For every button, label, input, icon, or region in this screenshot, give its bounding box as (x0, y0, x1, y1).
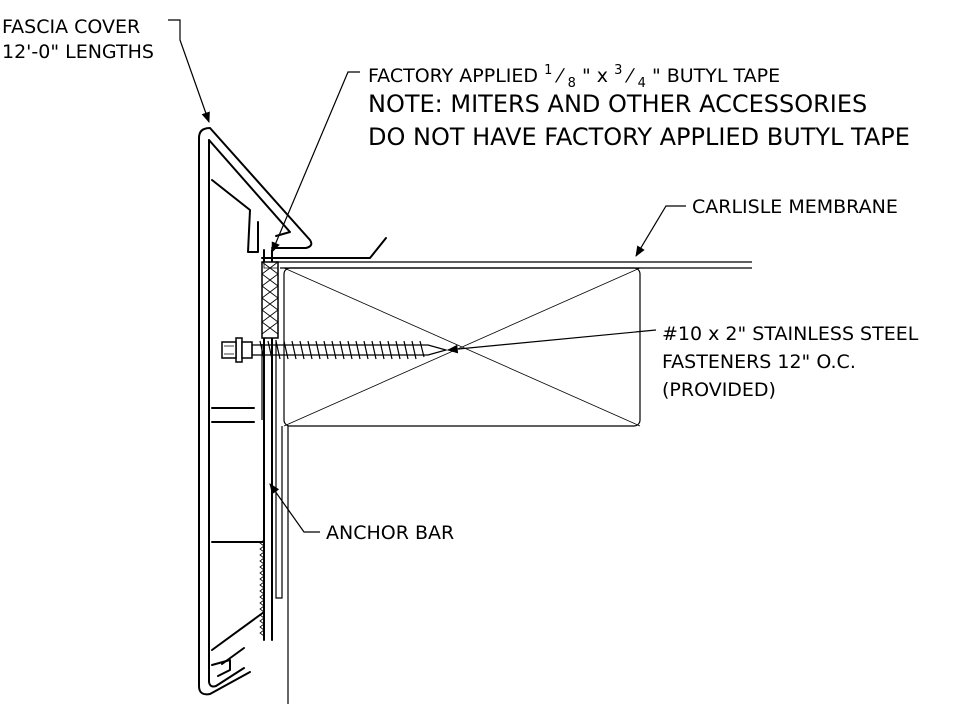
note-line-2: DO NOT HAVE FACTORY APPLIED BUTYL TAPE (368, 123, 910, 151)
anchor-bar-label: ANCHOR BAR (326, 522, 454, 544)
leader-lines (168, 19, 686, 533)
fastener (221, 337, 449, 363)
fastener-label-1: #10 x 2" STAINLESS STEEL (662, 323, 919, 345)
membrane-label: CARLISLE MEMBRANE (692, 196, 898, 218)
carlisle-membrane (261, 237, 752, 269)
frac1-den: 8 (568, 76, 576, 91)
butyl-mid: " x (582, 65, 608, 87)
butyl-prefix: FACTORY APPLIED (368, 65, 538, 87)
frac2-num: 3 (614, 63, 622, 78)
fastener-label-3: (PROVIDED) (662, 379, 776, 401)
butyl-suffix: " BUTYL TAPE (652, 65, 780, 87)
wood-nailer (283, 267, 641, 427)
frac2-den: 4 (638, 76, 646, 91)
butyl-tape-label: FACTORY APPLIED 1 ⁄ 8 " x 3 ⁄ 4 " BUTYL … (368, 57, 780, 92)
wall-line (275, 340, 289, 704)
fascia-cover-label-2: 12'-0" LENGTHS (2, 41, 154, 63)
fascia-cover-label-1: FASCIA COVER (2, 16, 140, 38)
fastener-label-2: FASTENERS 12" O.C. (662, 351, 856, 373)
fascia-cover (198, 127, 313, 696)
frac1-num: 1 (544, 63, 552, 78)
note-line-1: NOTE: MITERS AND OTHER ACCESSORIES (368, 90, 867, 118)
butyl-tape (261, 261, 279, 339)
